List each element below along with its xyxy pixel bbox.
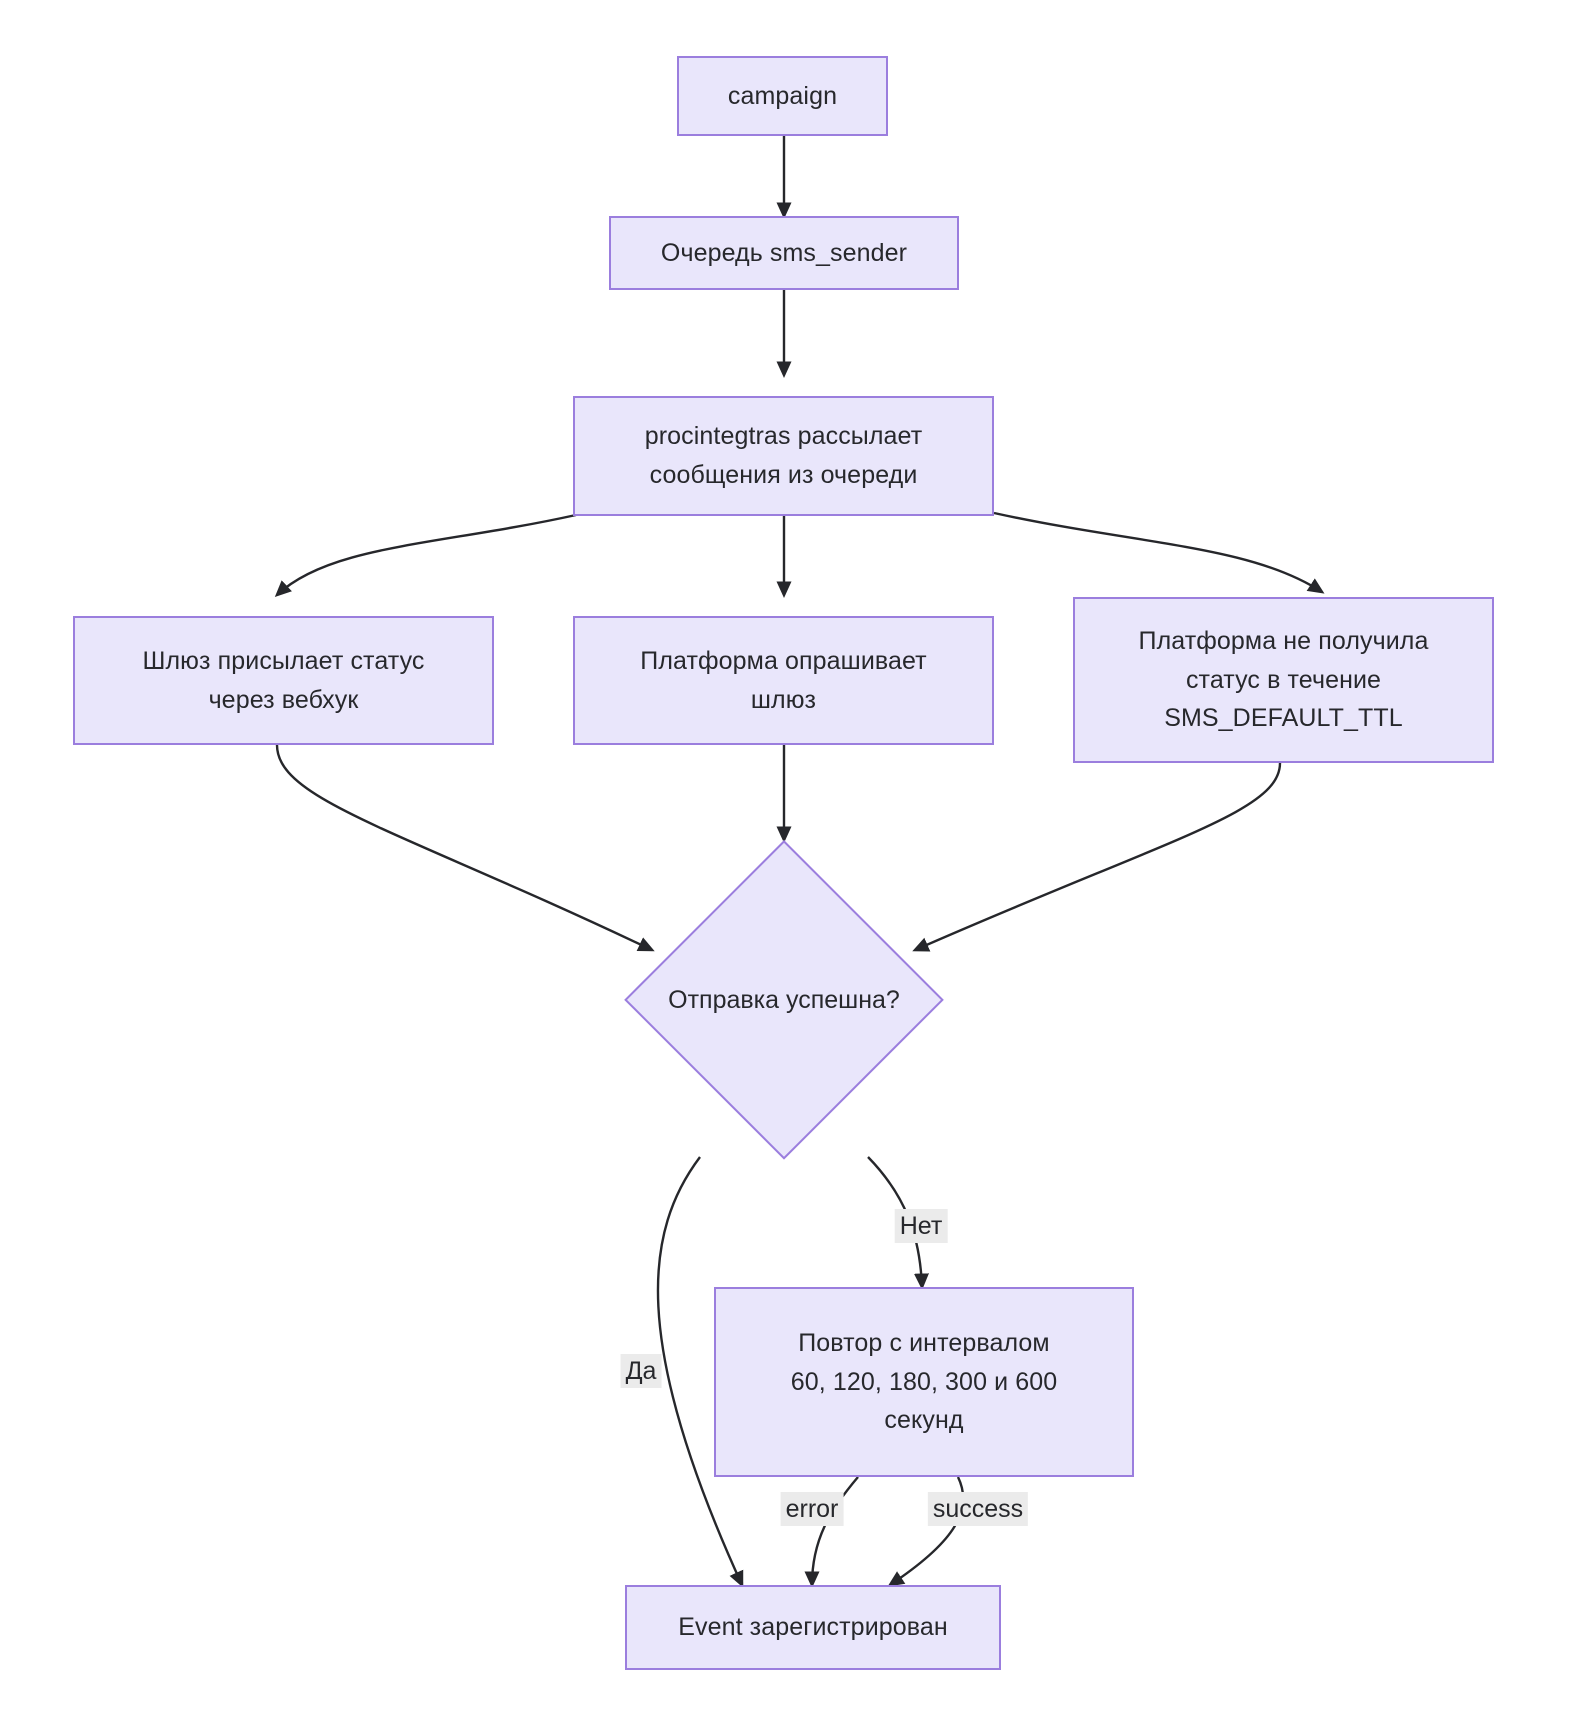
node-campaign-label: campaign — [727, 81, 838, 110]
node-platform-poll[interactable]: Платформа опрашивает шлюз — [573, 616, 994, 745]
edge-proc-webhook — [274, 513, 577, 598]
node-procintegtras[interactable]: procintegtras рассылает сообщения из оче… — [573, 396, 994, 516]
edge-proc-timeout — [993, 511, 1325, 594]
node-status-timeout-label: Платформа не получила статус в течение S… — [1138, 626, 1429, 733]
edge-label-yes: Да — [620, 1354, 662, 1388]
node-queue[interactable]: Очередь sms_sender — [609, 216, 959, 290]
node-procintegtras-label: procintegtras рассылает сообщения из оче… — [644, 422, 923, 489]
edge-label-success: success — [927, 1492, 1029, 1526]
edge-label-error: error — [780, 1492, 844, 1526]
node-decision-send-success[interactable]: Отправка успешна? — [624, 840, 944, 1160]
node-status-timeout[interactable]: Платформа не получила статус в течение S… — [1073, 597, 1494, 763]
node-retry-intervals[interactable]: Повтор с интервалом 60, 120, 180, 300 и … — [714, 1287, 1134, 1477]
edge-timeout-decision — [912, 762, 1282, 952]
node-retry-intervals-label: Повтор с интервалом 60, 120, 180, 300 и … — [790, 1328, 1058, 1435]
node-queue-label: Очередь sms_sender — [660, 238, 908, 267]
node-event-registered-label: Event зарегистрирован — [678, 1613, 948, 1642]
node-webhook-status[interactable]: Шлюз присылает статус через вебхук — [73, 616, 494, 745]
node-platform-poll-label: Платформа опрашивает шлюз — [640, 646, 927, 714]
node-campaign[interactable]: campaign — [677, 56, 888, 136]
edge-label-no: Нет — [894, 1209, 948, 1243]
node-event-registered[interactable]: Event зарегистрирован — [625, 1585, 1001, 1670]
edge-webhook-decision — [275, 744, 655, 952]
node-webhook-status-label: Шлюз присылает статус через вебхук — [142, 646, 425, 714]
node-decision-send-success-label: Отправка успешна? — [668, 985, 900, 1014]
